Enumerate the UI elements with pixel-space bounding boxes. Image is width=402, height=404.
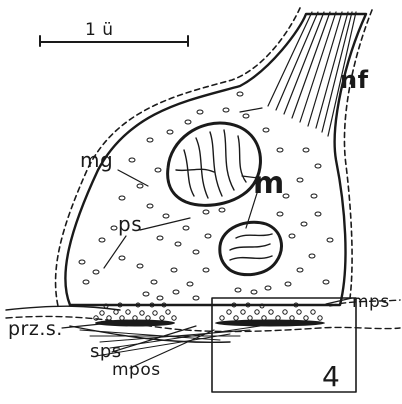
label-nf: nf (340, 66, 369, 94)
label-mpos: mpos (112, 360, 161, 380)
label-prz-s: prz.s. (8, 318, 63, 340)
glial-sheath-right (344, 10, 372, 298)
synaptic-thickenings (95, 320, 325, 327)
mitochondrion-lower (220, 222, 282, 274)
leader-lines (62, 170, 352, 368)
label-ps: ps (118, 212, 142, 236)
scale-bar (40, 36, 188, 46)
inset-box-number: 4 (322, 360, 340, 393)
label-sps: sps (90, 341, 122, 362)
label-m: m (253, 166, 285, 201)
label-mg: mg (80, 148, 113, 172)
scale-bar-label: 1 ü (85, 20, 114, 40)
label-mps: mps (352, 292, 390, 312)
mitochondrion-upper (168, 123, 261, 205)
